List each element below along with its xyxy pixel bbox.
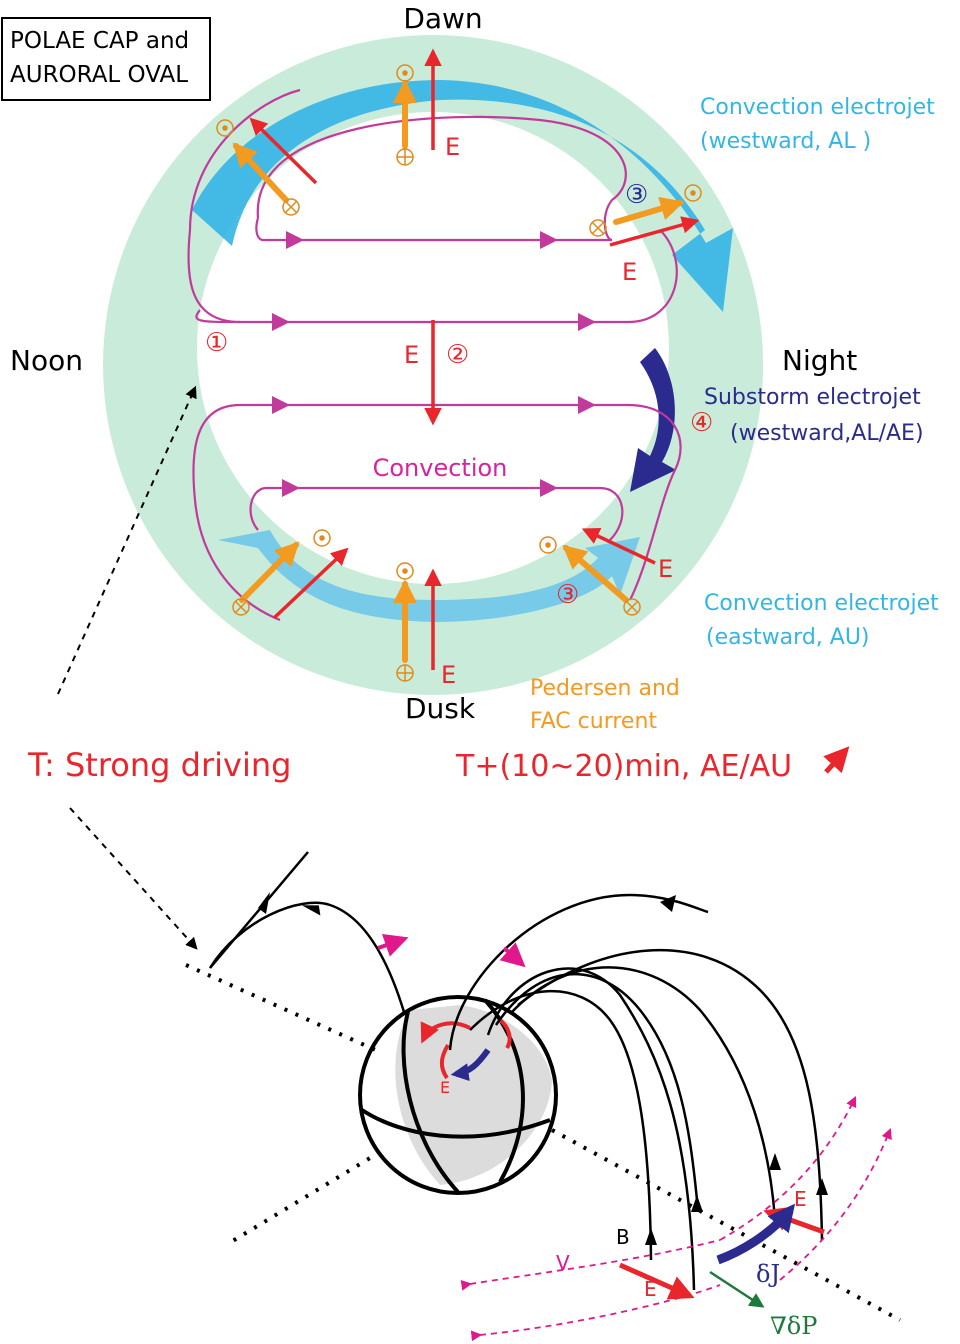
e-label-top-right: E bbox=[622, 258, 637, 286]
e-label-bottom-right: E bbox=[658, 555, 673, 583]
westward-electrojet-label-1: Convection electrojet bbox=[700, 95, 935, 120]
e-label-dusk: E bbox=[441, 661, 456, 689]
delta-j-arrow bbox=[716, 1203, 796, 1265]
plasma-drift-curves bbox=[460, 1096, 892, 1342]
region-number-3-bottom: ③ bbox=[556, 580, 579, 610]
region-number-1: ① bbox=[205, 328, 228, 358]
dusk-label: Dusk bbox=[405, 692, 476, 725]
eastward-electrojet-label-2: (eastward, AU) bbox=[706, 625, 870, 650]
e-label-dawn: E bbox=[445, 133, 460, 161]
pedersen-current-arrows bbox=[232, 79, 685, 663]
convection-line-1 bbox=[255, 115, 627, 242]
caption-strong-driving: T: Strong driving bbox=[27, 746, 291, 784]
earth-sphere bbox=[358, 995, 558, 1195]
caption-time-delay: T+(10~20)min, AE/AU bbox=[455, 749, 792, 784]
night-label: Night bbox=[782, 344, 857, 377]
pointer-lines bbox=[57, 385, 198, 950]
electric-field-arrows bbox=[249, 48, 700, 670]
magnetic-field-lines bbox=[208, 851, 824, 1291]
title-box bbox=[1, 17, 211, 101]
westward-electrojet-label-2: (westward, AL ) bbox=[700, 129, 871, 154]
substorm-electrojet-label-1: Substorm electrojet bbox=[704, 385, 921, 410]
noon-label: Noon bbox=[10, 344, 83, 377]
region-number-2: ② bbox=[446, 340, 469, 370]
earth-e-label: E bbox=[440, 1078, 450, 1097]
magnetosphere-diagram: E bbox=[185, 851, 901, 1342]
fac-symbols bbox=[216, 64, 702, 682]
fac-out-symbol bbox=[396, 64, 414, 82]
e-label-center: E bbox=[404, 341, 419, 369]
dawn-label: Dawn bbox=[403, 2, 482, 35]
current-label-1: Pedersen and bbox=[530, 676, 680, 701]
title-box-line-2: AURORAL OVAL bbox=[10, 62, 188, 88]
substorm-electrojet-arrow bbox=[630, 348, 676, 492]
convection-line-5 bbox=[249, 486, 624, 541]
auroral-oval-diagram: E E E E E ① ② ④ ③ ③ Dawn Dusk Noon Night… bbox=[1, 2, 939, 734]
convection-label: Convection bbox=[373, 454, 508, 482]
substorm-electrojet-label-2: (westward,AL/AE) bbox=[730, 421, 924, 446]
increase-arrow bbox=[823, 746, 850, 774]
convection-line-3 bbox=[195, 309, 241, 324]
tail-e-label-right: E bbox=[794, 1187, 807, 1211]
current-label-2: FAC current bbox=[530, 709, 657, 734]
region-number-4: ④ bbox=[690, 408, 713, 438]
eastward-electrojet-label-1: Convection electrojet bbox=[704, 591, 939, 616]
region-number-3-top: ③ bbox=[625, 180, 648, 210]
plasma-flow-arrows bbox=[377, 933, 526, 968]
eastward-convection-electrojet-band bbox=[218, 530, 640, 622]
pressure-gradient-arrow bbox=[709, 1270, 765, 1308]
title-box-line-1: POLAE CAP and bbox=[10, 28, 189, 54]
b-label: B bbox=[616, 1225, 630, 1249]
convection-arrowheads bbox=[272, 231, 596, 497]
convection-flow-lines bbox=[187, 88, 682, 622]
pressure-gradient-label: ∇δP bbox=[770, 1312, 817, 1340]
delta-j-label: δJ bbox=[756, 1260, 780, 1288]
v-label: V bbox=[556, 1251, 570, 1275]
tail-e-label-left: E bbox=[644, 1277, 657, 1301]
